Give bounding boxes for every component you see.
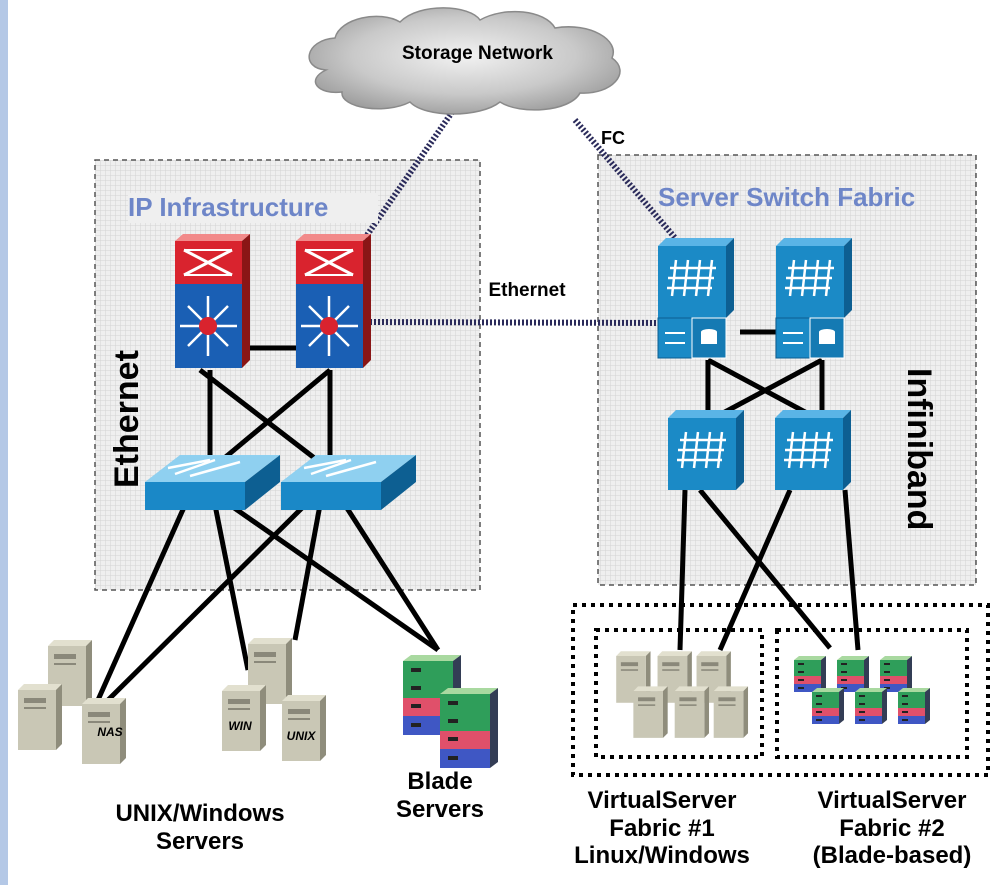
- blade-line1: Blade: [407, 768, 473, 795]
- ip-infrastructure-area: [94, 159, 481, 591]
- fabric-1-box: [594, 628, 764, 759]
- fabric-2-line1: VirtualServer: [817, 787, 967, 814]
- infiniband-side-label: Infiniband: [900, 368, 938, 531]
- fabric-1-line2: Fabric #1: [609, 814, 715, 842]
- fabric-switch-4: [773, 408, 853, 492]
- fabric-1-servers: [616, 651, 749, 738]
- server-switch-fabric-area: [597, 154, 977, 586]
- left-edge-bar: [0, 0, 8, 885]
- blade-line2: Servers: [395, 795, 485, 823]
- cloud-label: Storage Network: [402, 43, 553, 64]
- ip-infrastructure-title: IP Infrastructure: [128, 192, 378, 223]
- access-switch-2: [281, 455, 416, 510]
- fabric-2-label: VirtualServer Fabric #2 (Blade-based): [786, 787, 998, 870]
- virtual-server-fabrics-outer: [571, 603, 990, 777]
- fabric-1-line3: Linux/Windows: [574, 842, 750, 870]
- fabric-switch-2: [774, 236, 854, 359]
- ip-core-switch-2: [296, 234, 371, 368]
- win-tag: WIN: [228, 719, 252, 733]
- fabric-switch-3: [666, 408, 746, 492]
- ethernet-link-label: Ethernet: [488, 280, 566, 301]
- ethernet-link: [369, 319, 668, 326]
- ip-core-switch-1: [175, 234, 250, 368]
- fabric-2-servers: [794, 656, 930, 724]
- fabric-1-label: VirtualServer Fabric #1 Linux/Windows: [537, 787, 787, 870]
- fabric-2-box: [775, 628, 969, 759]
- blade-servers: [403, 655, 498, 768]
- fc-label: FC: [601, 128, 625, 148]
- access-switch-1: [145, 455, 280, 510]
- fabric-1-line1: VirtualServer: [587, 787, 737, 814]
- fabric-2-line2: Fabric #2: [839, 814, 945, 842]
- blade-servers-label: Blade Servers: [370, 768, 510, 823]
- ethernet-side-label: Ethernet: [108, 350, 146, 488]
- fabric-2-line3: (Blade-based): [812, 842, 972, 870]
- nas-tag: NAS: [97, 725, 123, 739]
- unix-tag: UNIX: [286, 729, 316, 743]
- storage-network-cloud: [308, 7, 621, 115]
- fabric-switch-1: [656, 236, 736, 359]
- server-switch-fabric-title: Server Switch Fabric: [658, 182, 916, 212]
- unix-windows-line1: UNIX/Windows: [115, 800, 285, 827]
- unix-windows-label: UNIX/Windows Servers: [70, 800, 330, 855]
- unix-windows-servers: [18, 638, 326, 764]
- unix-windows-line2: Servers: [155, 827, 245, 855]
